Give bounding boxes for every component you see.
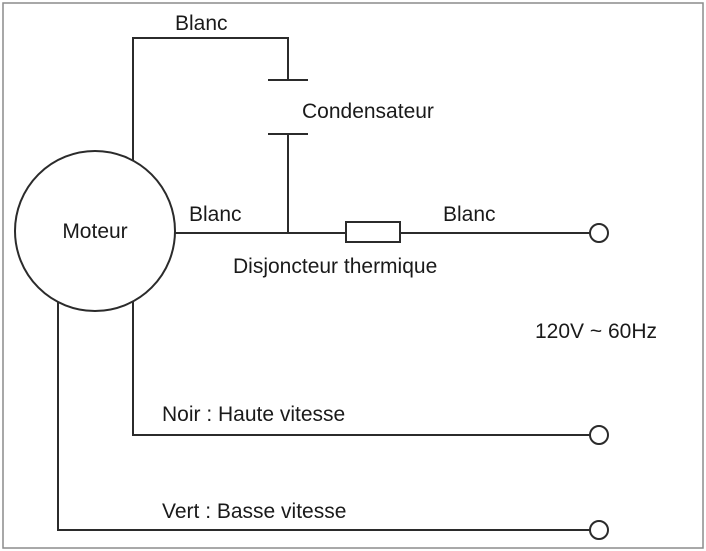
wire-right-label: Blanc	[443, 203, 496, 226]
motor-label: Moteur	[62, 220, 127, 243]
green-wire-label: Vert : Basse vitesse	[162, 500, 346, 523]
white-terminal	[589, 223, 609, 243]
black-wire	[132, 302, 590, 436]
top-white-wire	[132, 37, 289, 160]
green-wire	[57, 302, 590, 531]
motor-symbol	[14, 150, 176, 312]
capacitor-label: Condensateur	[302, 100, 434, 123]
wire-left-label: Blanc	[189, 203, 242, 226]
black-wire-label: Noir : Haute vitesse	[162, 403, 345, 426]
thermal-breaker-symbol	[345, 221, 401, 243]
supply-label: 120V ~ 60Hz	[535, 320, 657, 343]
top-wire-label: Blanc	[175, 12, 228, 35]
black-terminal	[589, 425, 609, 445]
green-terminal	[589, 520, 609, 540]
thermal-breaker-label: Disjoncteur thermique	[233, 255, 437, 278]
